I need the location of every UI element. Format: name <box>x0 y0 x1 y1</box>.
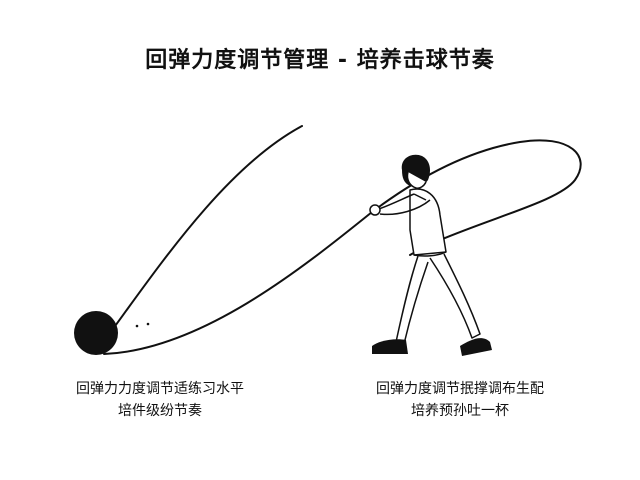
caption-left: 回弹力力度调节适练习水平 培件级纷节奏 <box>40 378 280 422</box>
motion-dot-icon <box>135 324 139 328</box>
ball-icon <box>74 311 118 355</box>
caption-right-line2: 培养预孙吐一杯 <box>411 403 509 419</box>
rebound-arc-left <box>95 125 303 353</box>
caption-right-line1: 回弹力度调节抿撑调布生配 <box>376 381 544 397</box>
motion-dot-icon <box>146 322 150 326</box>
page-title: 回弹力度调节管理 - 培养击球节奏 <box>145 48 495 73</box>
caption-left-line2: 培件级纷节奏 <box>118 403 202 419</box>
caption-left-line1: 回弹力力度调节适练习水平 <box>76 381 244 397</box>
caption-right: 回弹力度调节抿撑调布生配 培养预孙吐一杯 <box>330 378 590 422</box>
elastic-cord <box>103 139 582 355</box>
player-figure-icon <box>369 154 492 356</box>
